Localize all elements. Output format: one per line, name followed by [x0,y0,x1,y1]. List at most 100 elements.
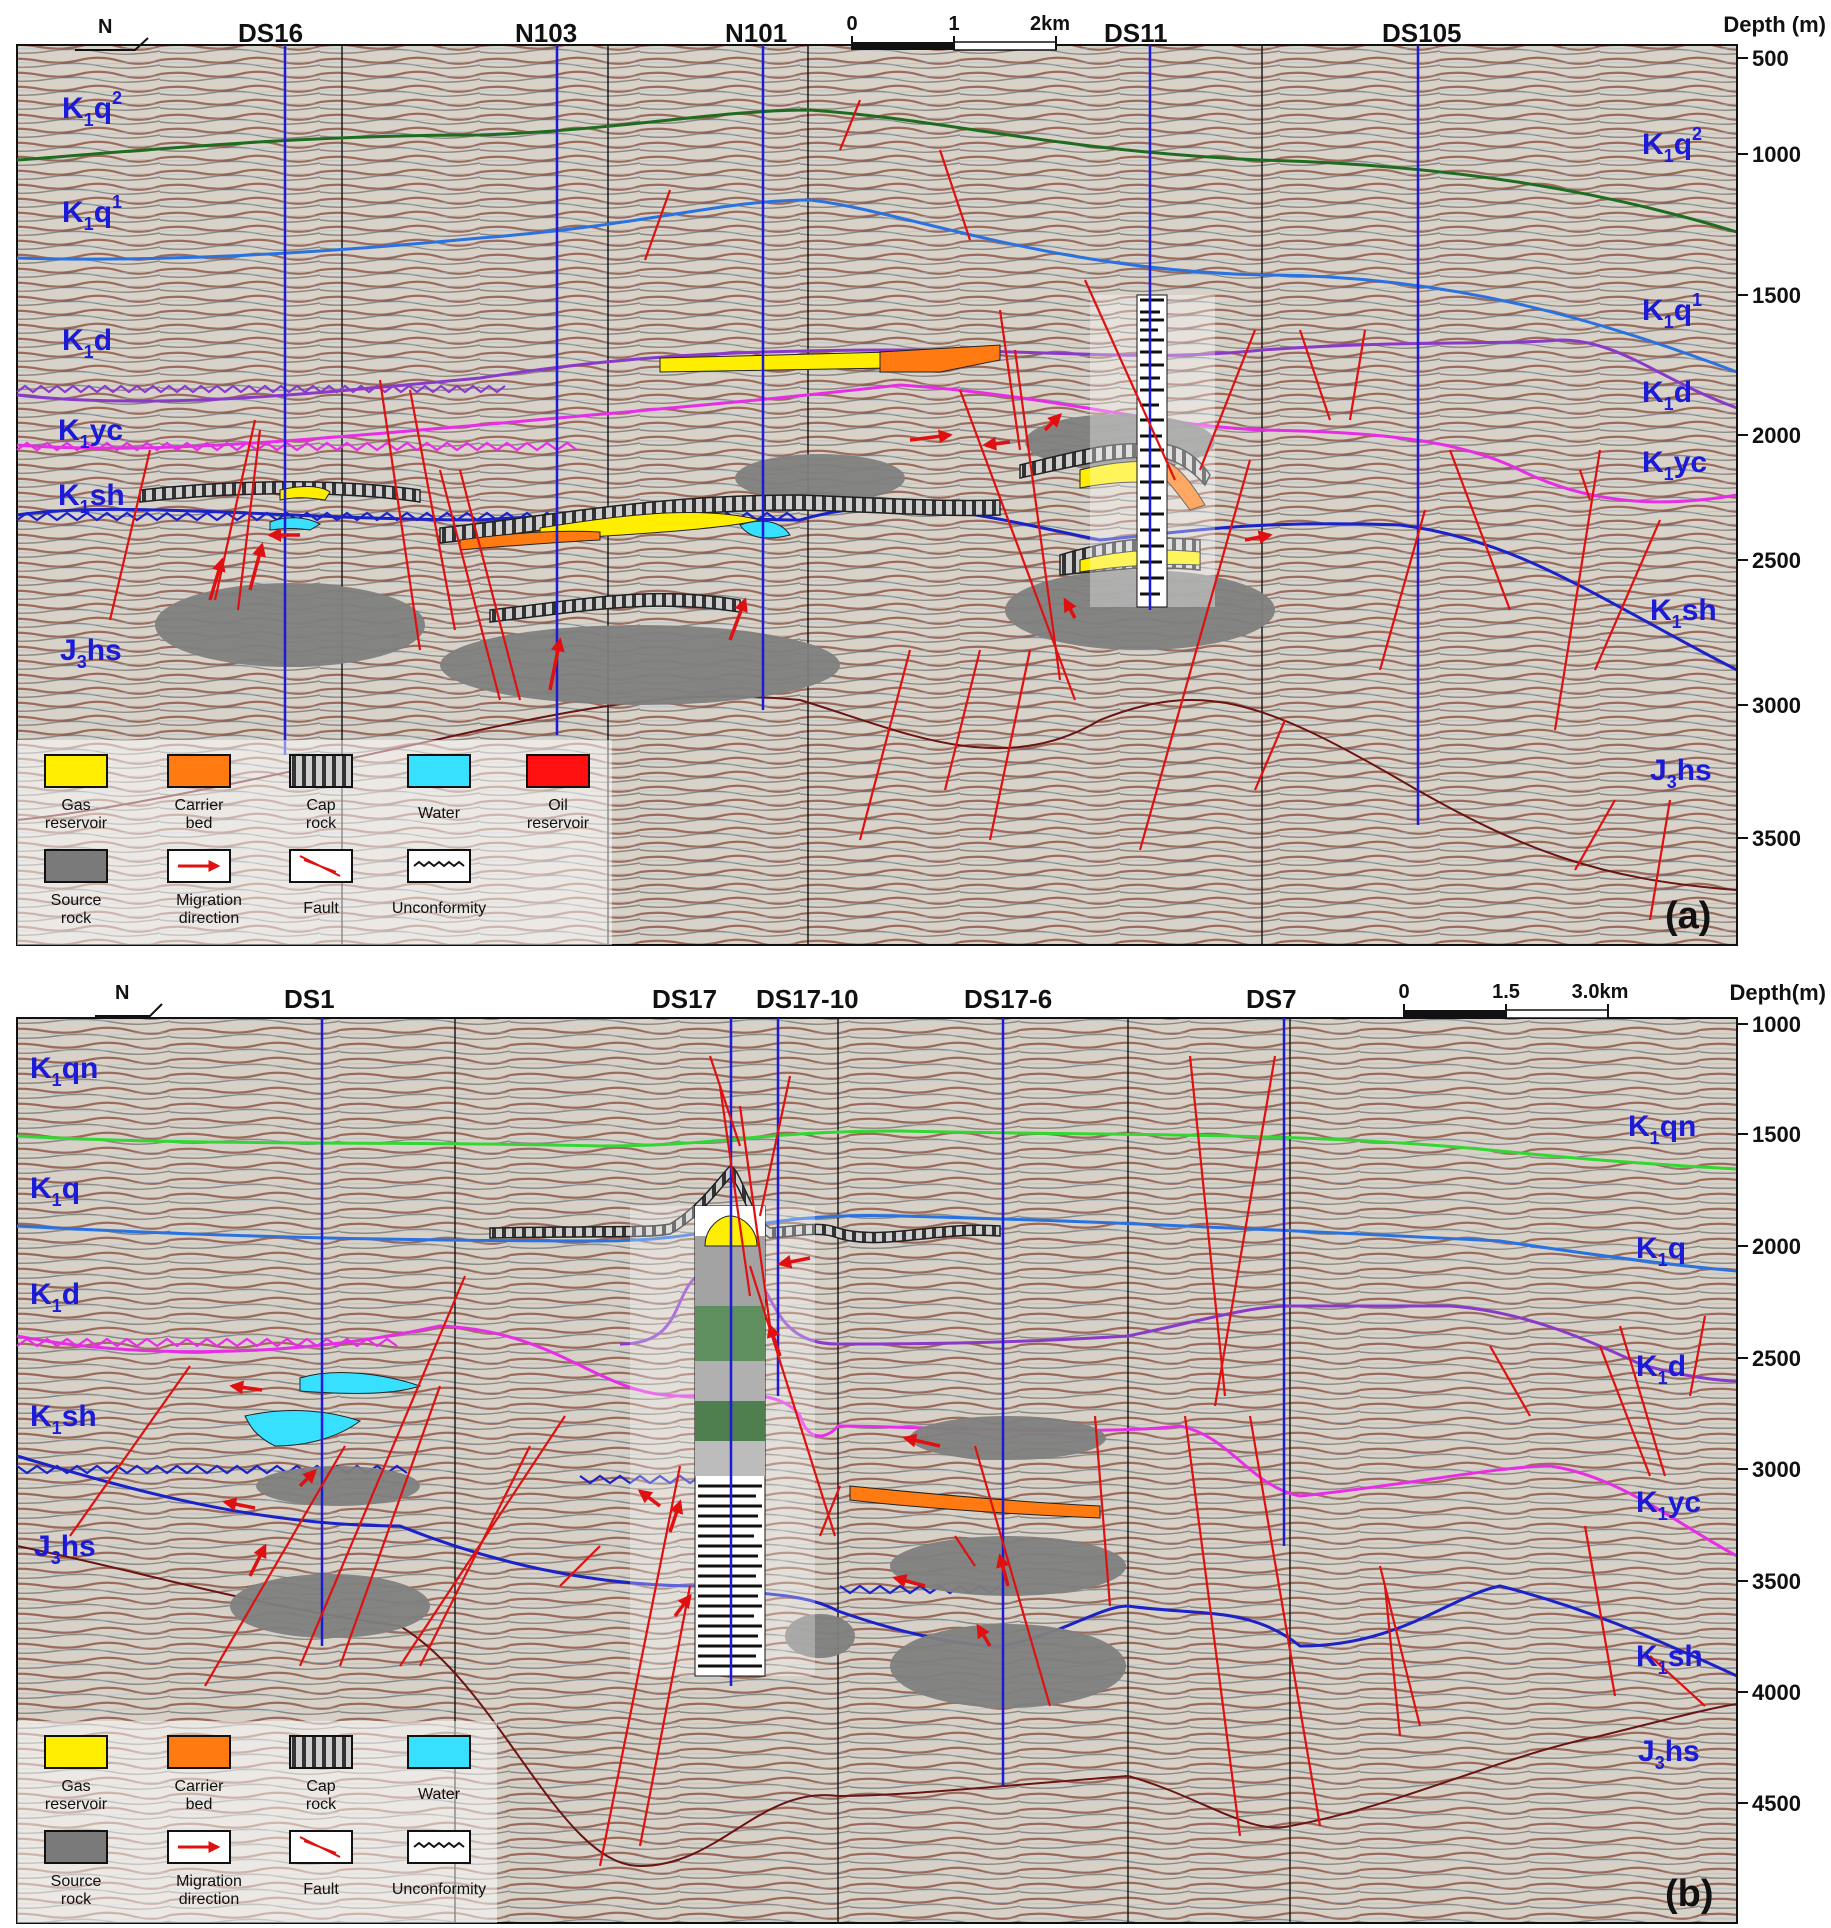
migration-arrow [229,1380,263,1395]
scale-label-2km: 2km [1030,13,1070,35]
well-name-ds17: DS17 [652,984,717,1014]
formation-rest: hs [1665,1735,1700,1768]
water-body [244,1410,362,1447]
fault-line [1348,329,1367,421]
fault-line [638,1585,692,1847]
scale-label-1-5: 1.5 [1492,981,1520,1003]
scale-label-3km: 3.0km [1572,981,1629,1003]
fault-icon [299,855,341,877]
formation-label: K [1642,294,1664,327]
legend-label-migration-1: Migration [176,1873,242,1890]
migration-arrow [668,1499,684,1533]
svg-text:K1yc: K1yc [58,414,123,452]
formation-sub: 1 [80,497,90,517]
depth-axis-b: 1000 1500 2000 2500 3000 3500 4000 4500 [1736,1012,1801,1923]
svg-text:K1d: K1d [1642,376,1692,414]
formation-sub: 1 [1664,394,1674,414]
migration-arrow [1244,530,1273,545]
fault-line [954,1535,976,1567]
legend-label-water: Water [418,1786,461,1803]
fault-line [559,1545,601,1587]
depth-tick-2000: 2000 [1752,1234,1801,1259]
fault-line [738,1105,772,1327]
fault-line [438,469,502,701]
source-rock-ellipse [735,454,905,502]
formation-labels-right-a: K1q2 K1q1 K1d K1yc K1sh J3hs [1642,124,1717,792]
formation-rest: q [62,1172,80,1205]
formation-sub: 1 [52,1418,62,1438]
fault-line [1183,1415,1242,1837]
legend-label-source-1: Source [51,1873,102,1890]
formation-labels-left-a: K1q2 K1q1 K1d K1yc K1sh J3hs [58,88,125,672]
formation-label: K [58,479,80,512]
fault-line [298,1275,467,1667]
panel-label-b: (b) [1665,1873,1714,1915]
svg-text:K1q2: K1q2 [1642,124,1702,166]
svg-text:K1qn: K1qn [1628,1110,1696,1148]
depth-tick-1000: 1000 [1752,142,1801,167]
svg-text:K1q1: K1q1 [1642,290,1702,332]
fault-line [858,649,912,841]
legend-label-source-2: rock [61,910,92,927]
formation-sub: 1 [1658,1368,1668,1388]
svg-text:K1q2: K1q2 [62,88,122,130]
svg-text:K1sh: K1sh [58,479,125,517]
depth-tick-2500: 2500 [1752,1346,1801,1371]
migration-arrow [766,1323,782,1357]
fault-line [973,1445,1052,1707]
panel-b-seismic-section: Gas reservoir Carrier bed Cap rock Water… [0,966,1831,1928]
carrier-bed-body [459,530,601,551]
north-arrow-b: N [95,982,163,1017]
legend-a: Gas reservoir Carrier bed Cap rock Water… [17,740,612,945]
fault-icon [299,1836,341,1858]
fault-line [1083,279,1177,481]
legend-b: Gas reservoir Carrier bed Cap rock Water… [17,1721,497,1923]
fault-line [108,449,152,621]
fault-line [204,1445,346,1687]
formation-labels-right-b: K1qn K1q K1d K1yc K1sh J3hs [1628,1110,1703,1773]
legend-label-cap-2: rock [306,1796,337,1813]
depth-tick-500: 500 [1752,46,1789,71]
formation-label: J [1650,754,1667,787]
formation-sup: 2 [1692,124,1702,144]
legend-swatch-unconformity [407,849,471,883]
fault-line [419,1445,531,1667]
fault-line [1378,509,1427,671]
fault-line [838,99,862,151]
legend-label-source-1: Source [51,892,102,909]
water-body [739,520,791,539]
fault-line [1583,1525,1617,1697]
legend-label-gas-1: Gas [61,1778,90,1795]
svg-text:J3hs: J3hs [34,1530,96,1568]
well-name-ds11: DS11 [1104,18,1168,48]
gas-reservoir-body [279,486,331,501]
source-rock-ellipse [256,1466,420,1506]
depth-tick-4500: 4500 [1752,1791,1801,1816]
section-grid-lines-b [454,1018,1291,1923]
formation-rest: d [94,324,112,357]
legend-label-gas-2: reservoir [45,1796,108,1813]
fault-line [408,389,457,631]
unconformity-icon [413,1841,465,1849]
fault-line [1593,519,1662,671]
migration-arrow [728,597,748,641]
migration-arrow [777,1254,811,1269]
svg-text:K1d: K1d [1636,1350,1686,1388]
formation-label: K [30,1278,52,1311]
legend-label-migration-1: Migration [176,892,242,909]
formation-rest: yc [1668,1486,1701,1519]
fault-line [758,1075,792,1217]
legend-label-fault: Fault [303,1881,339,1898]
fault-line [1138,459,1252,851]
fault-line [1188,1055,1227,1397]
depth-axis-title-b: Depth(m) [1729,980,1826,1005]
svg-text:J3hs: J3hs [1650,754,1712,792]
formation-rest: sh [1668,1640,1703,1673]
depth-tick-1500: 1500 [1752,1122,1801,1147]
fault-line [938,149,972,241]
legend-swatch-water [407,754,471,788]
depth-tick-2500: 2500 [1752,548,1801,573]
source-rock-ellipse [910,1416,1106,1460]
formation-rest: q [1674,294,1692,327]
formation-label: K [1636,1486,1658,1519]
